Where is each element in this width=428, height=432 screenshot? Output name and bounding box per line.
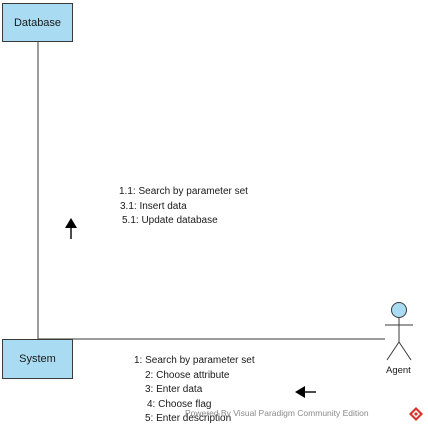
message-2: 2: Choose attribute bbox=[145, 369, 230, 381]
message-4: 4: Choose flag bbox=[147, 398, 212, 410]
system-lifeline[interactable]: System bbox=[2, 339, 73, 379]
visual-paradigm-logo-icon bbox=[409, 407, 423, 421]
message-1-1: 1.1: Search by parameter set bbox=[119, 186, 248, 197]
upper-message-group: 1.1: Search by parameter set 3.1: Insert… bbox=[119, 185, 248, 229]
left-arrow-icon bbox=[295, 386, 316, 398]
message-5: 5: Enter description bbox=[145, 413, 232, 424]
message-1: 1: Search by parameter set bbox=[134, 355, 255, 366]
message-5-1: 5.1: Update database bbox=[122, 215, 218, 226]
message-3: 3: Enter data bbox=[145, 384, 203, 395]
database-label: Database bbox=[13, 16, 62, 29]
agent-actor-icon bbox=[385, 302, 413, 361]
agent-label: Agent bbox=[386, 365, 411, 376]
lower-message-group: 1: Search by parameter set 2: Choose att… bbox=[134, 354, 255, 427]
up-arrow-icon bbox=[65, 218, 77, 239]
database-lifeline[interactable]: Database bbox=[2, 3, 73, 42]
watermark-text: Powered By Visual Paradigm Community Edi… bbox=[185, 408, 369, 418]
message-3-1: 3.1: Insert data bbox=[120, 200, 187, 212]
system-label: System bbox=[19, 353, 56, 365]
